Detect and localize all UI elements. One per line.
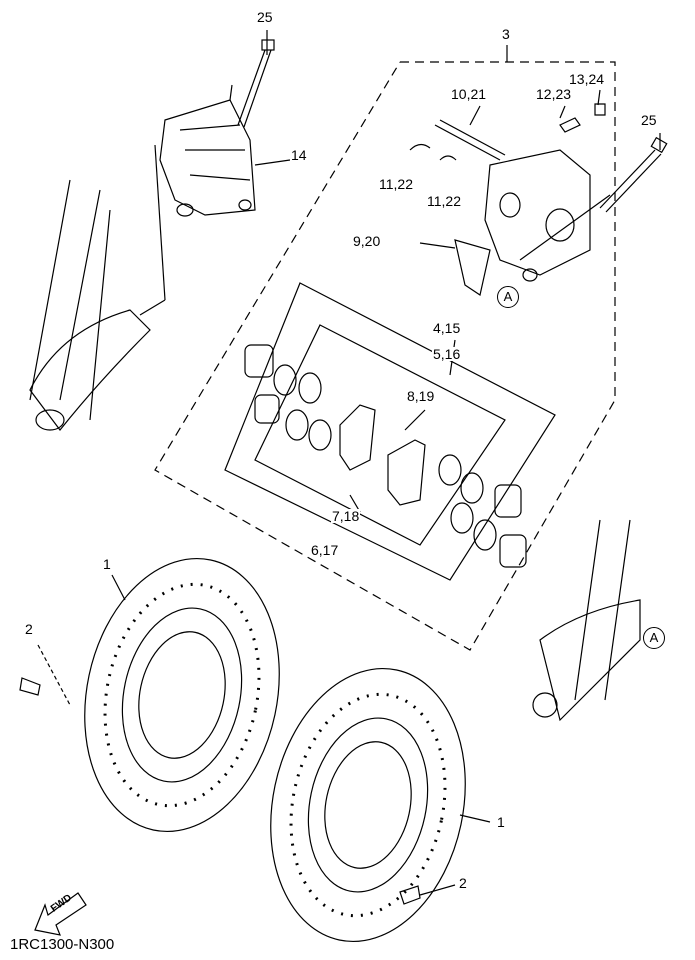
- kit-boundary-outer: [224, 282, 556, 581]
- brake-pads: [339, 404, 426, 506]
- label-bolt-right: 25: [640, 112, 658, 128]
- disc-bolts: [19, 677, 421, 905]
- label-piston-small: 4,15: [432, 320, 462, 336]
- label-pin: 10,21: [450, 86, 488, 102]
- kit-boundary-inner: [254, 324, 506, 546]
- label-pad-kit: 8,19: [406, 388, 436, 404]
- label-bolt-disc-right: 2: [458, 875, 468, 891]
- label-clip-b: 11,22: [426, 193, 462, 209]
- label-seal-large: 7,18: [331, 508, 361, 524]
- caliper-left-drawing: [159, 84, 256, 217]
- brake-disc-left: [84, 557, 280, 833]
- label-caliper-left: 14: [290, 147, 308, 163]
- fwd-arrow-icon: [34, 892, 87, 936]
- bolt-top-left: [237, 39, 275, 128]
- label-pad-spring: 9,20: [352, 233, 382, 249]
- label-clip-a: 11,22: [378, 176, 414, 192]
- label-caliper-cap: 13,24: [568, 71, 606, 87]
- label-piston-large: 6,17: [310, 542, 340, 558]
- label-disc-left: 1: [102, 556, 112, 572]
- ref-marker-a-fork: A: [643, 627, 665, 649]
- fork-left: [29, 179, 151, 431]
- diagram-code: 1RC1300-N300: [10, 936, 115, 953]
- label-bleed-screw: 12,23: [535, 86, 573, 102]
- label-caliper-assembly: 3: [501, 26, 511, 42]
- label-disc-right: 1: [496, 814, 506, 830]
- label-bolt-disc-left: 2: [24, 621, 34, 637]
- assembly-boundary: [154, 61, 616, 651]
- label-bolt-top-left: 25: [256, 9, 274, 25]
- label-seal-small: 5,16: [432, 346, 462, 362]
- bolt-right: [599, 136, 668, 213]
- leader-lines: [37, 30, 661, 896]
- caliper-right-drawing: [409, 103, 606, 296]
- ref-marker-a: A: [497, 286, 519, 308]
- pistons-and-seals: [244, 344, 527, 568]
- brake-disc-right: [270, 667, 466, 943]
- fork-right: [532, 519, 641, 722]
